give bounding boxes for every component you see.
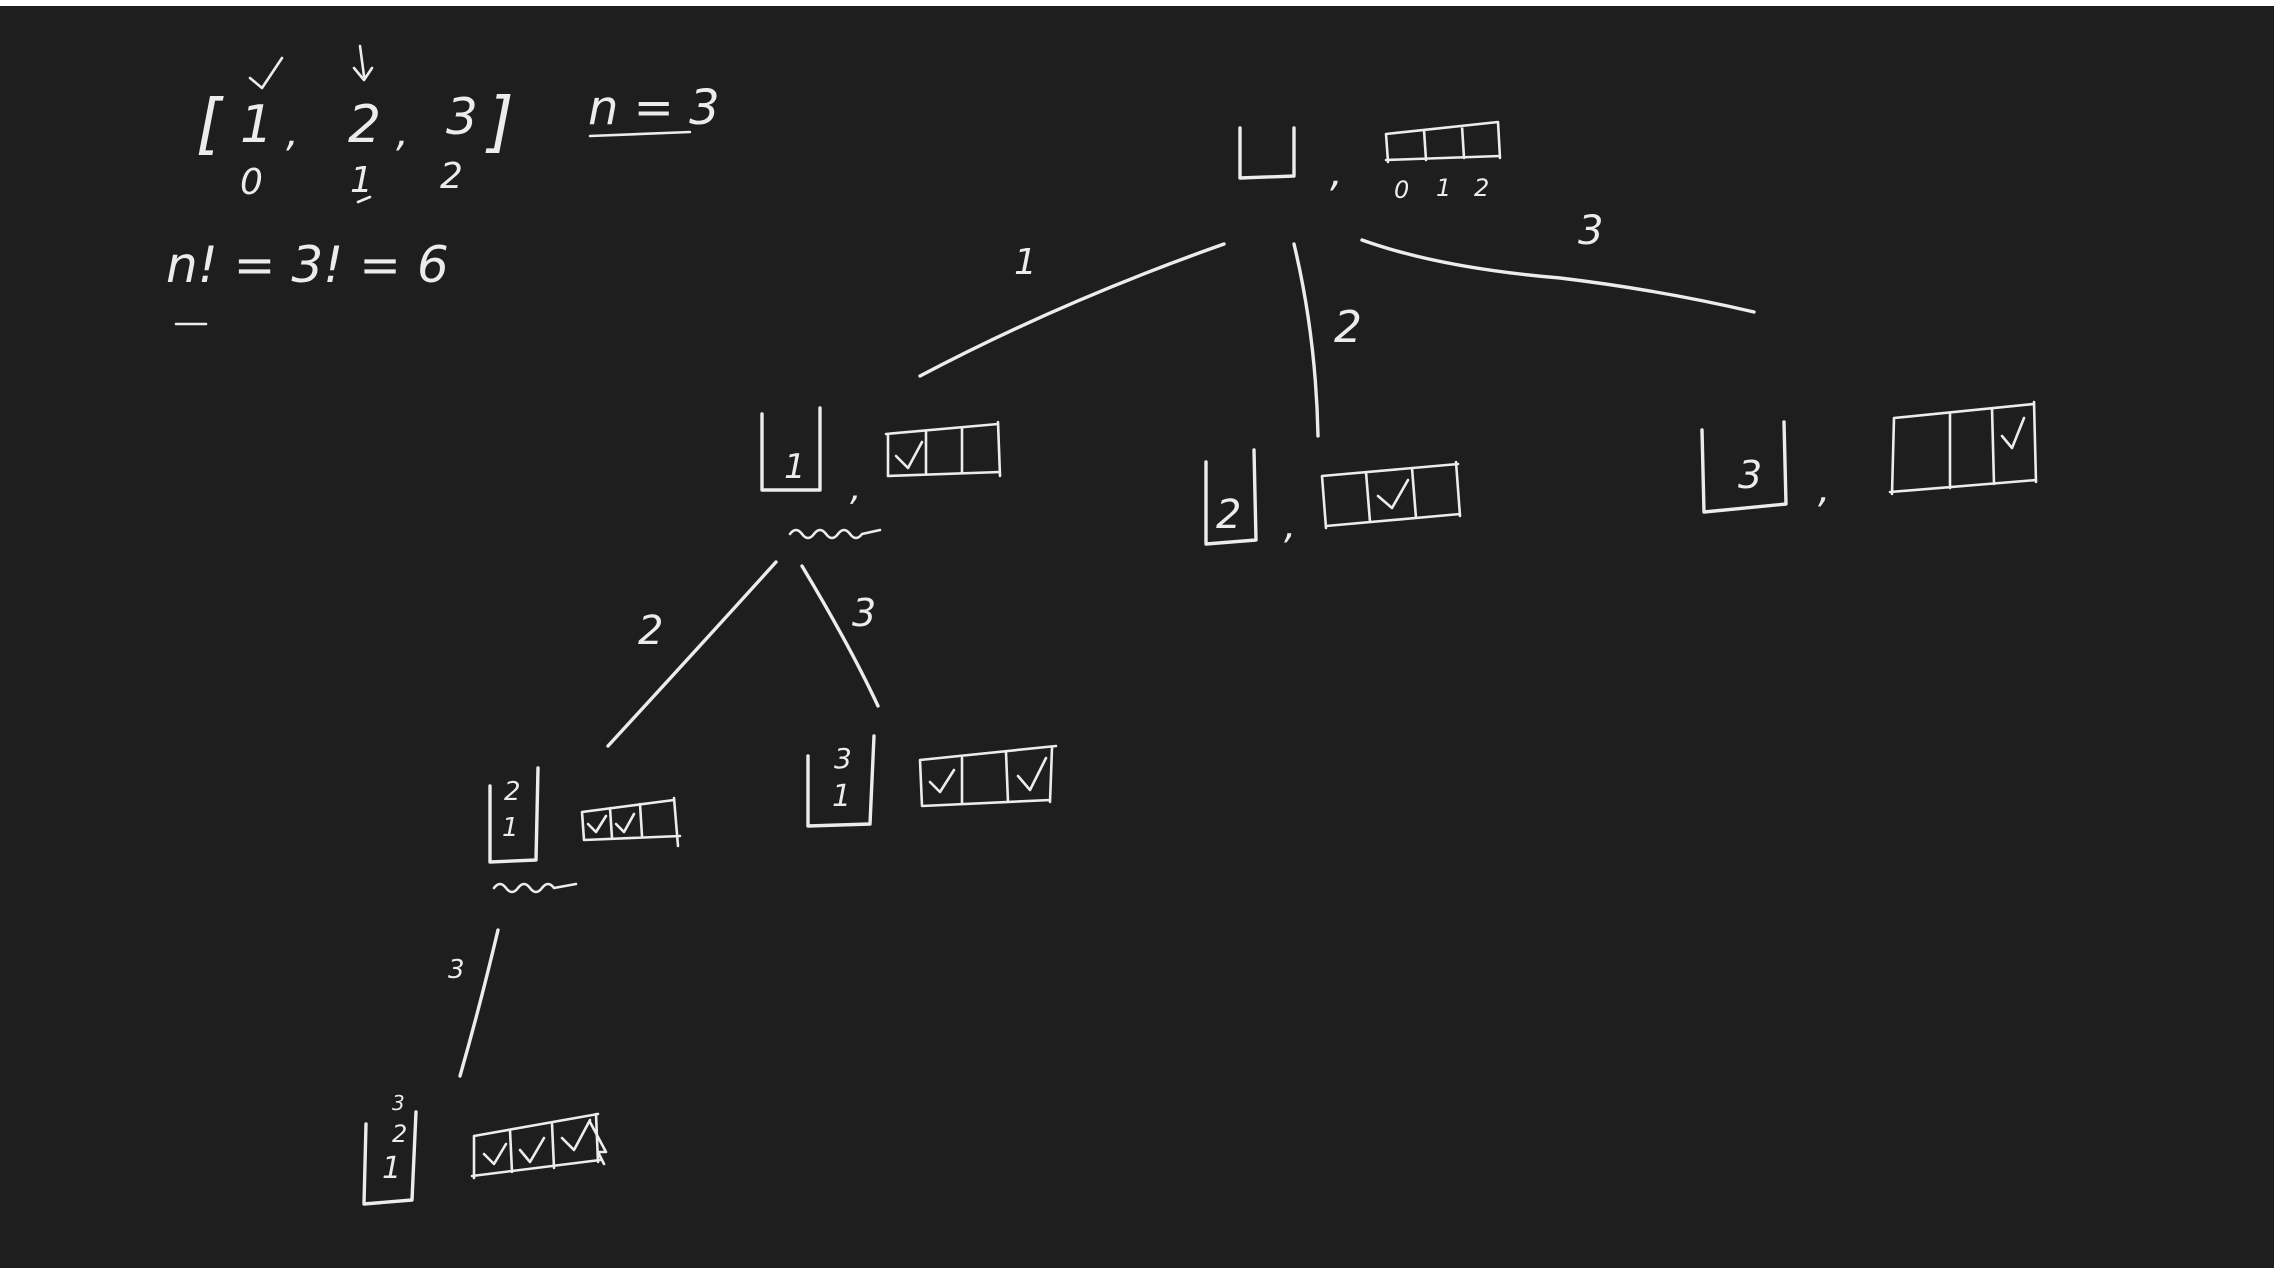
root-index-2: 2 <box>1474 174 1489 202</box>
node-1-3-stack-item-3: 3 <box>834 742 852 775</box>
node-1-visited-array <box>884 420 1002 478</box>
node-1-3: 3 1 <box>806 734 1058 828</box>
index-1-underline <box>356 195 372 204</box>
edge-label-1: 1 <box>1014 242 1037 283</box>
node-1-2-visited-array <box>580 796 682 848</box>
array-open-bracket: [ <box>196 85 224 162</box>
node-1-2-3-stack-item-1: 1 <box>382 1151 401 1186</box>
node-1-check-0 <box>894 440 924 470</box>
node-3: 3 , <box>1700 400 2038 514</box>
edge-node-1-to-node-1-2 <box>606 560 778 748</box>
node-1-3-visited-array <box>918 744 1058 808</box>
array-value-3: 3 <box>446 88 478 146</box>
node-3-visited-array <box>1888 400 2038 496</box>
node-1-2-3-checks <box>482 1118 592 1166</box>
array-index-0: 0 <box>240 162 263 203</box>
edge-label-2: 2 <box>1334 302 1362 353</box>
node-1-2-stack-item-1: 1 <box>502 813 519 843</box>
whiteboard-canvas: [ 1 , 2 , 3 ] 0 1 2 n = 3 n! = 3! = 6 , … <box>0 6 2274 1268</box>
root-index-1: 1 <box>1436 174 1451 202</box>
node-3-stack <box>1700 420 1788 514</box>
edge-root-to-node-3 <box>1360 238 1756 314</box>
node-2: 2 , <box>1204 448 1462 547</box>
array-close-bracket: ] <box>485 83 514 160</box>
node-1-3-stack <box>806 734 876 828</box>
edge-label-node-1-2: 2 <box>638 608 663 654</box>
node-1-stack-item-1: 1 <box>784 447 806 487</box>
factorial-formula: n! = 3! = 6 <box>166 236 449 294</box>
cursor-arrow-icon <box>588 1120 608 1166</box>
node-2-check-1 <box>1376 478 1410 510</box>
edge-root-to-node-2 <box>1292 242 1320 438</box>
node-1-squiggle <box>788 528 882 540</box>
node-1-2-squiggle <box>492 882 578 894</box>
node-1-2-3-visited-array <box>470 1112 602 1180</box>
node-1-2-stack-item-2: 2 <box>504 777 521 807</box>
node-2-separator: , <box>1284 503 1296 547</box>
node-1-2-3-stack-item-3: 3 <box>392 1091 405 1115</box>
node-3-check-2 <box>2000 416 2026 450</box>
edge-node-1-to-node-1-3 <box>800 564 880 708</box>
array-comma-1: , <box>286 110 299 156</box>
node-2-stack-item-1: 2 <box>1216 492 1241 538</box>
node-1-2-3: 3 2 1 <box>362 1091 608 1206</box>
node-1: 1 , <box>760 406 1002 540</box>
notes-block: [ 1 , 2 , 3 ] 0 1 2 n = 3 n! = 3! = 6 <box>166 44 720 326</box>
array-comma-2: , <box>396 110 409 156</box>
root-visited-array <box>1384 120 1502 164</box>
node-1-2-3-stack <box>362 1110 418 1206</box>
array-value-2: 2 <box>348 95 381 155</box>
node-1-3-checks <box>928 756 1048 794</box>
node-1-3-stack-item-1: 1 <box>832 779 851 814</box>
node-3-separator: , <box>1818 467 1830 511</box>
node-1-separator: , <box>850 468 861 509</box>
n-equals-label: n = 3 <box>588 80 720 136</box>
node-1-stack <box>760 406 822 492</box>
edge-label-3: 3 <box>1578 208 1603 254</box>
root-separator: , <box>1330 150 1343 196</box>
edge-label-node-1-2-3: 3 <box>448 955 465 985</box>
edge-root-to-node-1 <box>918 242 1226 378</box>
node-1-2-3-stack-item-2: 2 <box>392 1120 407 1148</box>
node-1-2: 2 1 <box>488 766 682 894</box>
node-1-2-checks <box>586 812 636 834</box>
node-3-stack-item-1: 3 <box>1738 453 1762 497</box>
n-equals-underline <box>588 130 692 138</box>
array-value-1: 1 <box>240 95 273 155</box>
down-arrow-value-2 <box>352 44 374 82</box>
array-index-1: 1 <box>350 160 373 201</box>
checkmark-value-1 <box>248 56 284 90</box>
root-index-0: 0 <box>1394 176 1409 204</box>
array-index-2: 2 <box>440 156 463 197</box>
recursion-tree-drawing: [ 1 , 2 , 3 ] 0 1 2 n = 3 n! = 3! = 6 , … <box>166 44 2038 1206</box>
edge-label-node-1-3: 3 <box>852 591 876 635</box>
edge-node-1-2-to-node-1-2-3 <box>458 928 500 1078</box>
root-empty-stack <box>1238 126 1296 180</box>
node-1-2-stack <box>488 766 540 864</box>
node-2-stack <box>1204 448 1258 546</box>
root-node: , 0 1 2 <box>1238 120 1502 204</box>
node-2-visited-array <box>1320 460 1462 530</box>
